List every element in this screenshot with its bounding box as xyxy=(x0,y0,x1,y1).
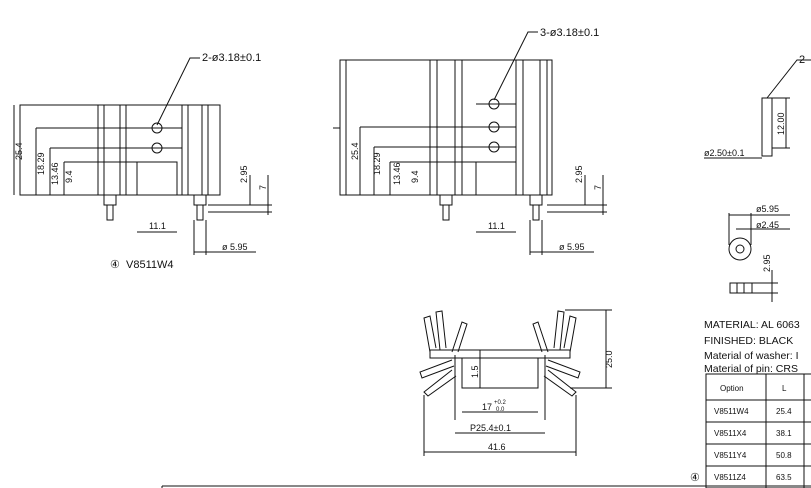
dim-c: 9.4 xyxy=(410,170,420,183)
washer-inner xyxy=(735,244,745,254)
table-header: L xyxy=(782,384,787,393)
dim-d: 11.1 xyxy=(488,221,505,231)
table-cell: V8511Z4 xyxy=(714,473,746,482)
pin-detail: 2- 12.00 ø2.50±0.1 xyxy=(704,54,811,159)
fin xyxy=(545,359,581,379)
dim-g: ø 5.95 xyxy=(222,242,248,252)
table-header: Option xyxy=(720,384,744,393)
dim-c: 9.4 xyxy=(64,170,74,183)
table-cell: 25.4 xyxy=(776,407,792,416)
pin xyxy=(196,204,204,221)
washer-outer xyxy=(728,237,752,261)
options-table: Option L V8511W4 25.4 V8511X4 38.1 V8511… xyxy=(690,373,811,488)
table-cell: 63.5 xyxy=(776,473,792,482)
dim-b: 13.46 xyxy=(392,162,402,185)
washer-detail: ø5.95 ø2.45 2.95 xyxy=(728,204,790,302)
dim-pitch: P25.4±0.1 xyxy=(470,423,511,433)
pin xyxy=(106,204,114,221)
pin xyxy=(193,194,207,206)
pin-leader xyxy=(766,59,811,99)
dim-height: 25.4 xyxy=(350,142,360,160)
side-view-3-hole: 3-ø3.18±0.1 25.4 18.29 13.46 9.4 11.1 2.… xyxy=(333,27,607,255)
fin xyxy=(553,310,565,351)
table-cell: 38.1 xyxy=(776,429,792,438)
dim-f: 7 xyxy=(593,185,603,190)
pin-length: 12.00 xyxy=(776,112,786,135)
fin xyxy=(435,310,447,351)
dim-slot-tol-lower: 0.0 xyxy=(496,407,505,413)
pin xyxy=(442,204,450,221)
hole-callout: 2-ø3.18±0.1 xyxy=(202,52,261,64)
note-material: MATERIAL: AL 6063 xyxy=(704,319,800,331)
pin-diameter: ø2.50±0.1 xyxy=(704,148,744,158)
material-notes: MATERIAL: AL 6063 FINISHED: BLACK Materi… xyxy=(704,319,800,375)
dim-height: 25.4 xyxy=(14,142,24,160)
pin xyxy=(529,194,543,206)
center-slot xyxy=(475,161,517,196)
fin xyxy=(563,315,577,353)
profile-view: 25.0 1.5 17 +0.2 0.0 P25.4±0.1 41.6 xyxy=(419,309,614,456)
washer-inner-dim: ø2.45 xyxy=(756,220,779,230)
center-slot xyxy=(136,161,178,196)
caption-marker: ④ xyxy=(110,259,120,271)
fin xyxy=(423,369,457,397)
hole-leader xyxy=(493,31,538,101)
table-cell: V8511Y4 xyxy=(714,451,747,460)
dim-height: 25.0 xyxy=(604,350,614,368)
table-cell: 50.8 xyxy=(776,451,792,460)
note-finished: FINISHED: BLACK xyxy=(704,335,793,347)
channel xyxy=(461,357,539,389)
dim-a: 18.29 xyxy=(36,152,46,175)
washer-outer-dim: ø5.95 xyxy=(756,204,779,214)
table-cell: V8511W4 xyxy=(714,407,749,416)
fin xyxy=(419,359,455,379)
dim-e: 2.95 xyxy=(574,165,584,183)
dim-d: 11.1 xyxy=(149,221,166,231)
dim-a: 18.29 xyxy=(372,152,382,175)
pin-callout: 2- xyxy=(799,54,809,66)
pin-body xyxy=(761,97,773,157)
washer-side xyxy=(729,282,753,294)
pin xyxy=(532,204,540,221)
note-pin: Material of pin: CRS xyxy=(704,363,798,375)
dim-f: 7 xyxy=(258,185,268,190)
fin xyxy=(423,315,437,353)
table-cell: V8511X4 xyxy=(714,429,747,438)
dim-slot-tol-upper: +0.2 xyxy=(494,400,507,406)
hole-leader xyxy=(156,57,200,126)
table-frame xyxy=(705,373,811,488)
hole-callout: 3-ø3.18±0.1 xyxy=(540,27,599,39)
fin xyxy=(451,321,468,353)
base-plate xyxy=(429,349,571,359)
dim-inner-height: 1.5 xyxy=(470,365,480,378)
pin xyxy=(439,194,453,206)
dim-width: 41.6 xyxy=(488,442,506,452)
table-marker: ④ xyxy=(690,472,700,484)
dim-slot: 17 xyxy=(482,402,492,412)
fin xyxy=(543,369,577,397)
pin xyxy=(103,194,117,206)
side-view-w4: 2-ø3.18±0.1 25.4 18.29 13.46 9.4 11.1 2.… xyxy=(13,52,272,271)
note-washer: Material of washer: I xyxy=(704,350,799,362)
washer-thickness: 2.95 xyxy=(762,254,772,272)
caption-label: V8511W4 xyxy=(126,259,174,271)
dim-e: 2.95 xyxy=(239,165,249,183)
dim-b: 13.46 xyxy=(50,162,60,185)
dim-g: ø 5.95 xyxy=(559,242,585,252)
fin xyxy=(532,321,549,353)
